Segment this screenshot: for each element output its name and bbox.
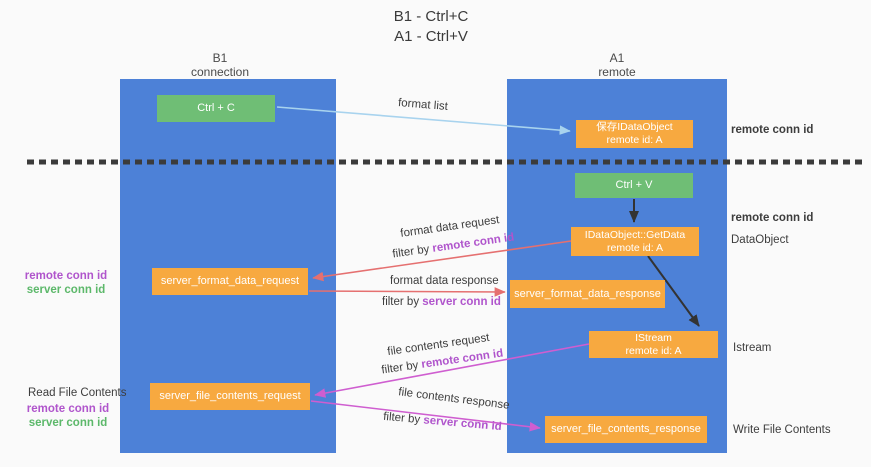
filter-by-text: filter by — [382, 410, 421, 427]
lane-a1-name: A1 — [609, 51, 625, 65]
node-server-format-data-response: server_format_data_response — [510, 280, 665, 308]
file-contents-response-text: file contents response — [397, 386, 511, 412]
node-server-format-data-request: server_format_data_request — [152, 268, 308, 295]
node-ctrl-c-label: Ctrl + C — [197, 102, 235, 114]
node-istream-line2: remote id: A — [625, 344, 682, 357]
node-idataobject-getdata: IDataObject::GetData remote id: A — [571, 227, 699, 256]
annotation-dataobject: DataObject — [731, 234, 789, 246]
edge-label-format-data-response-filter: filter by server conn id — [382, 296, 501, 308]
node-server-file-contents-response: server_file_contents_response — [545, 416, 707, 443]
edge-label-file-contents-response-filter: filter by server conn id — [383, 411, 502, 433]
format-list-text: format list — [397, 97, 449, 113]
lane-b1-name: B1 — [212, 51, 228, 65]
node-server-file-contents-response-label: server_file_contents_response — [551, 423, 701, 435]
annotation-write-file-contents: Write File Contents — [733, 424, 831, 436]
diagram-title: B1 - Ctrl+C A1 - Ctrl+V — [0, 7, 862, 47]
annotation-remote-conn-id-left-2: remote conn id — [26, 403, 110, 415]
lane-b1-subtitle: connection — [190, 65, 250, 79]
edge-label-format-data-response: format data response — [390, 275, 499, 287]
node-save-idataobject: 保存IDataObject remote id: A — [576, 120, 693, 148]
node-idataobject-getdata-line2: remote id: A — [606, 241, 664, 254]
node-ctrl-c: Ctrl + C — [157, 95, 275, 122]
node-idataobject-getdata-line1: IDataObject::GetData — [584, 228, 686, 241]
lane-header-b1: B1 connection — [120, 51, 320, 79]
edge-label-file-contents-response: file contents response — [398, 386, 511, 412]
annotation-server-conn-id-left: server conn id — [26, 284, 106, 296]
annotation-conn-ids-left-2: remote conn id server conn id — [26, 402, 110, 430]
title-line-1: B1 - Ctrl+C — [393, 8, 469, 25]
edge-label-format-list: format list — [398, 97, 449, 113]
remote-conn-id-text: remote conn id — [431, 231, 515, 255]
edge-format-data-response — [308, 287, 506, 297]
annotation-istream: Istream — [733, 342, 772, 354]
node-server-file-contents-request: server_file_contents_request — [150, 383, 310, 410]
format-data-response-text: format data response — [390, 275, 499, 287]
node-server-format-data-request-label: server_format_data_request — [160, 275, 300, 287]
annotation-read-file-contents: Read File Contents — [28, 387, 127, 399]
annotation-remote-conn-id-left: remote conn id — [24, 270, 108, 282]
filter-by-text: filter by — [391, 243, 431, 261]
lane-header-a1: A1 remote — [507, 51, 727, 79]
node-server-file-contents-request-label: server_file_contents_request — [159, 390, 301, 402]
lane-a1-subtitle: remote — [598, 65, 636, 79]
filter-by-text: filter by — [380, 359, 420, 377]
annotation-conn-ids-left: remote conn id server conn id — [24, 269, 108, 297]
node-server-format-data-response-label: server_format_data_response — [514, 287, 661, 300]
annotation-remote-conn-id-top: remote conn id — [731, 124, 814, 136]
filter-by-text: filter by — [382, 296, 420, 308]
node-istream-line1: IStream — [635, 331, 672, 344]
server-conn-id-text: server conn id — [422, 296, 501, 308]
annotation-remote-conn-id-mid: remote conn id — [731, 212, 814, 224]
node-save-idataobject-line1: 保存IDataObject — [596, 121, 673, 133]
node-save-idataobject-line2: remote id: A — [606, 134, 663, 146]
annotation-server-conn-id-left-2: server conn id — [28, 417, 108, 429]
title-line-2: A1 - Ctrl+V — [394, 28, 468, 45]
node-istream: IStream remote id: A — [589, 331, 718, 358]
node-ctrl-v-label: Ctrl + V — [615, 179, 653, 191]
node-ctrl-v: Ctrl + V — [575, 173, 693, 198]
server-conn-id-text: server conn id — [422, 414, 503, 434]
